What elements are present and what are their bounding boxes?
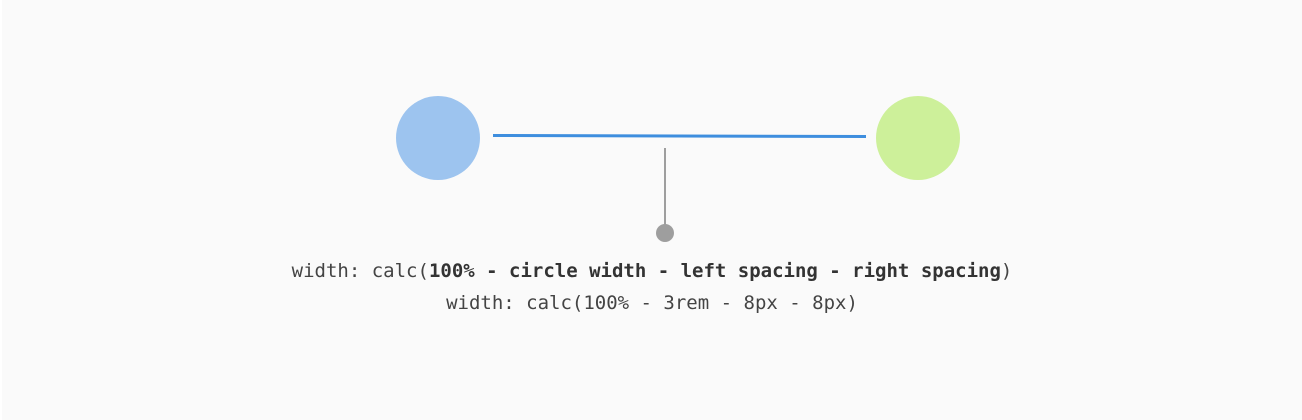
formula-prefix: width: calc( — [291, 260, 429, 282]
connector-line — [493, 134, 866, 138]
caption-values: width: calc(100% - 3rem - 8px - 8px) — [446, 292, 858, 314]
right-circle — [876, 96, 960, 180]
left-circle — [396, 96, 480, 180]
formula-suffix: ) — [1000, 260, 1013, 282]
pointer-dot — [656, 224, 674, 242]
pointer-stem — [664, 148, 666, 228]
connector-line-shape — [493, 134, 866, 138]
caption-formula: width: calc(100% - circle width - left s… — [2, 259, 1302, 283]
formula-bold-terms: 100% - circle width - left spacing - rig… — [428, 260, 1001, 282]
